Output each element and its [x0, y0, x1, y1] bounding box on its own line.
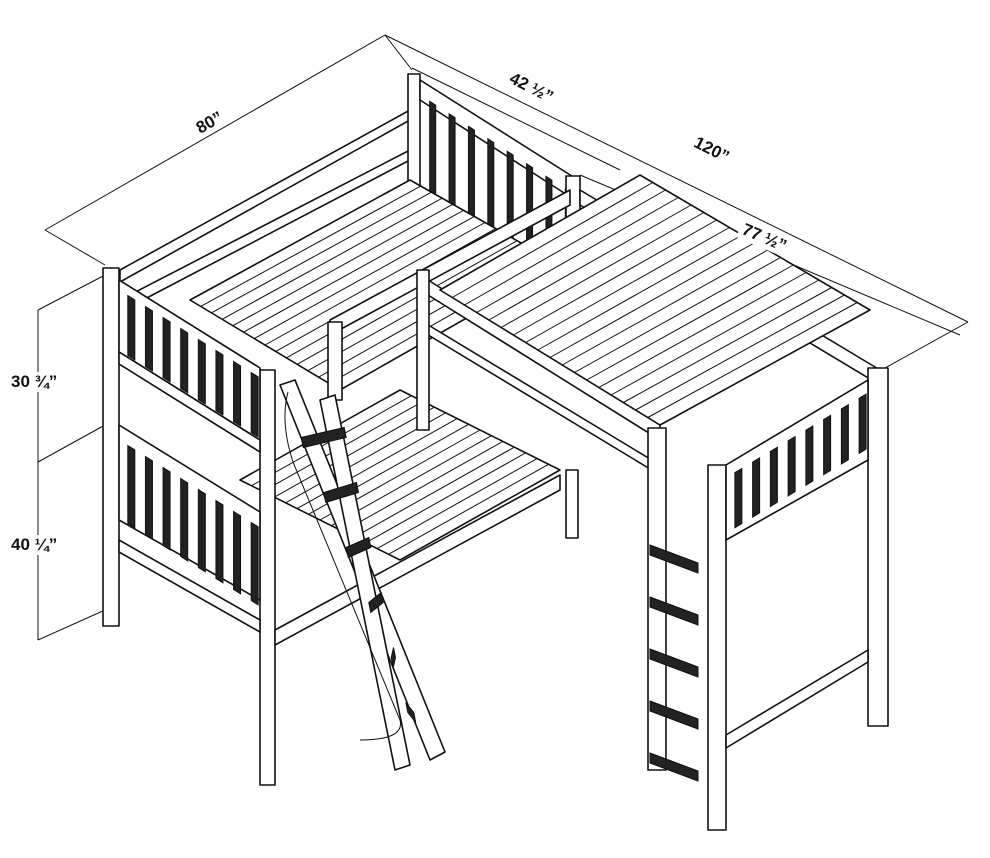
bed-slat	[586, 264, 794, 381]
panel-slat	[752, 456, 761, 518]
bed-slat	[342, 440, 504, 532]
panel-slat	[215, 499, 224, 584]
ladder-rung	[300, 426, 347, 449]
dimension-upper-height: 30 ¾”	[8, 372, 61, 392]
ladder-rung	[405, 702, 417, 723]
bed-slat	[574, 257, 781, 373]
panel-slat	[127, 444, 136, 529]
bed-slat	[476, 197, 679, 313]
ladder-rung	[649, 544, 699, 574]
dimension-lower-height: 40 ¼”	[8, 535, 61, 555]
left-bunk-frame	[102, 73, 579, 786]
panel-slat	[127, 294, 136, 361]
panel-slat	[197, 338, 206, 405]
bed-slat	[451, 182, 654, 298]
panel-slat	[858, 393, 867, 455]
bed-slat	[623, 287, 832, 403]
bed-slat	[647, 302, 858, 418]
panel-slat	[805, 425, 814, 487]
bed-slat	[232, 203, 454, 327]
ladder-rung	[345, 536, 372, 559]
ladder-rung	[390, 647, 397, 668]
bed-slat	[365, 452, 526, 544]
panel-slat	[180, 327, 189, 394]
panel-slat	[250, 371, 259, 438]
bed-slat	[376, 458, 538, 550]
panel-slat	[233, 510, 242, 595]
panel-slat	[487, 137, 495, 239]
bed-slat	[598, 272, 807, 388]
bed-slat	[243, 209, 464, 333]
bed-slat	[254, 215, 475, 340]
panel-slat	[144, 305, 153, 372]
panel-slat	[448, 112, 456, 214]
panel-slat	[197, 488, 206, 573]
panel-slat	[162, 466, 171, 551]
bed-slat	[211, 191, 432, 314]
panel-slat	[787, 435, 796, 497]
ladder-rung	[649, 752, 699, 782]
bed-slat	[500, 212, 705, 328]
bed-slat	[525, 227, 730, 343]
bed-slat	[464, 189, 666, 306]
panel-slat	[144, 455, 153, 540]
panel-slat	[233, 360, 242, 427]
angled-ladder	[279, 379, 446, 771]
right-loft-frame	[327, 174, 889, 831]
panel-slat	[769, 446, 778, 508]
bed-slat	[488, 204, 692, 321]
panel-slat	[734, 467, 743, 529]
ladder-rung	[368, 591, 384, 614]
panel-slat	[250, 521, 259, 606]
panel-slat	[180, 477, 189, 562]
bed-slat	[513, 219, 717, 336]
bed-slat	[549, 242, 756, 358]
ladder-rung	[649, 648, 699, 678]
ladder-rung	[323, 481, 360, 504]
bed-slat	[537, 234, 743, 351]
bed-slat	[264, 222, 486, 346]
panel-slat	[840, 403, 849, 465]
bed-slat	[354, 446, 515, 538]
panel-slat	[429, 100, 437, 202]
ladder-rung	[649, 596, 699, 626]
bed-slat	[200, 185, 421, 307]
bed-slat	[610, 279, 820, 396]
bed-slat	[388, 463, 549, 555]
bed-slat	[221, 197, 443, 320]
vertical-ladder	[649, 544, 699, 782]
bed-slat	[561, 249, 769, 366]
bed-slat	[635, 294, 845, 411]
panel-slat	[823, 414, 832, 476]
panel-slat	[467, 125, 475, 227]
panel-slat	[215, 349, 224, 416]
ladder-rung	[649, 700, 699, 730]
panel-slat	[162, 316, 171, 383]
